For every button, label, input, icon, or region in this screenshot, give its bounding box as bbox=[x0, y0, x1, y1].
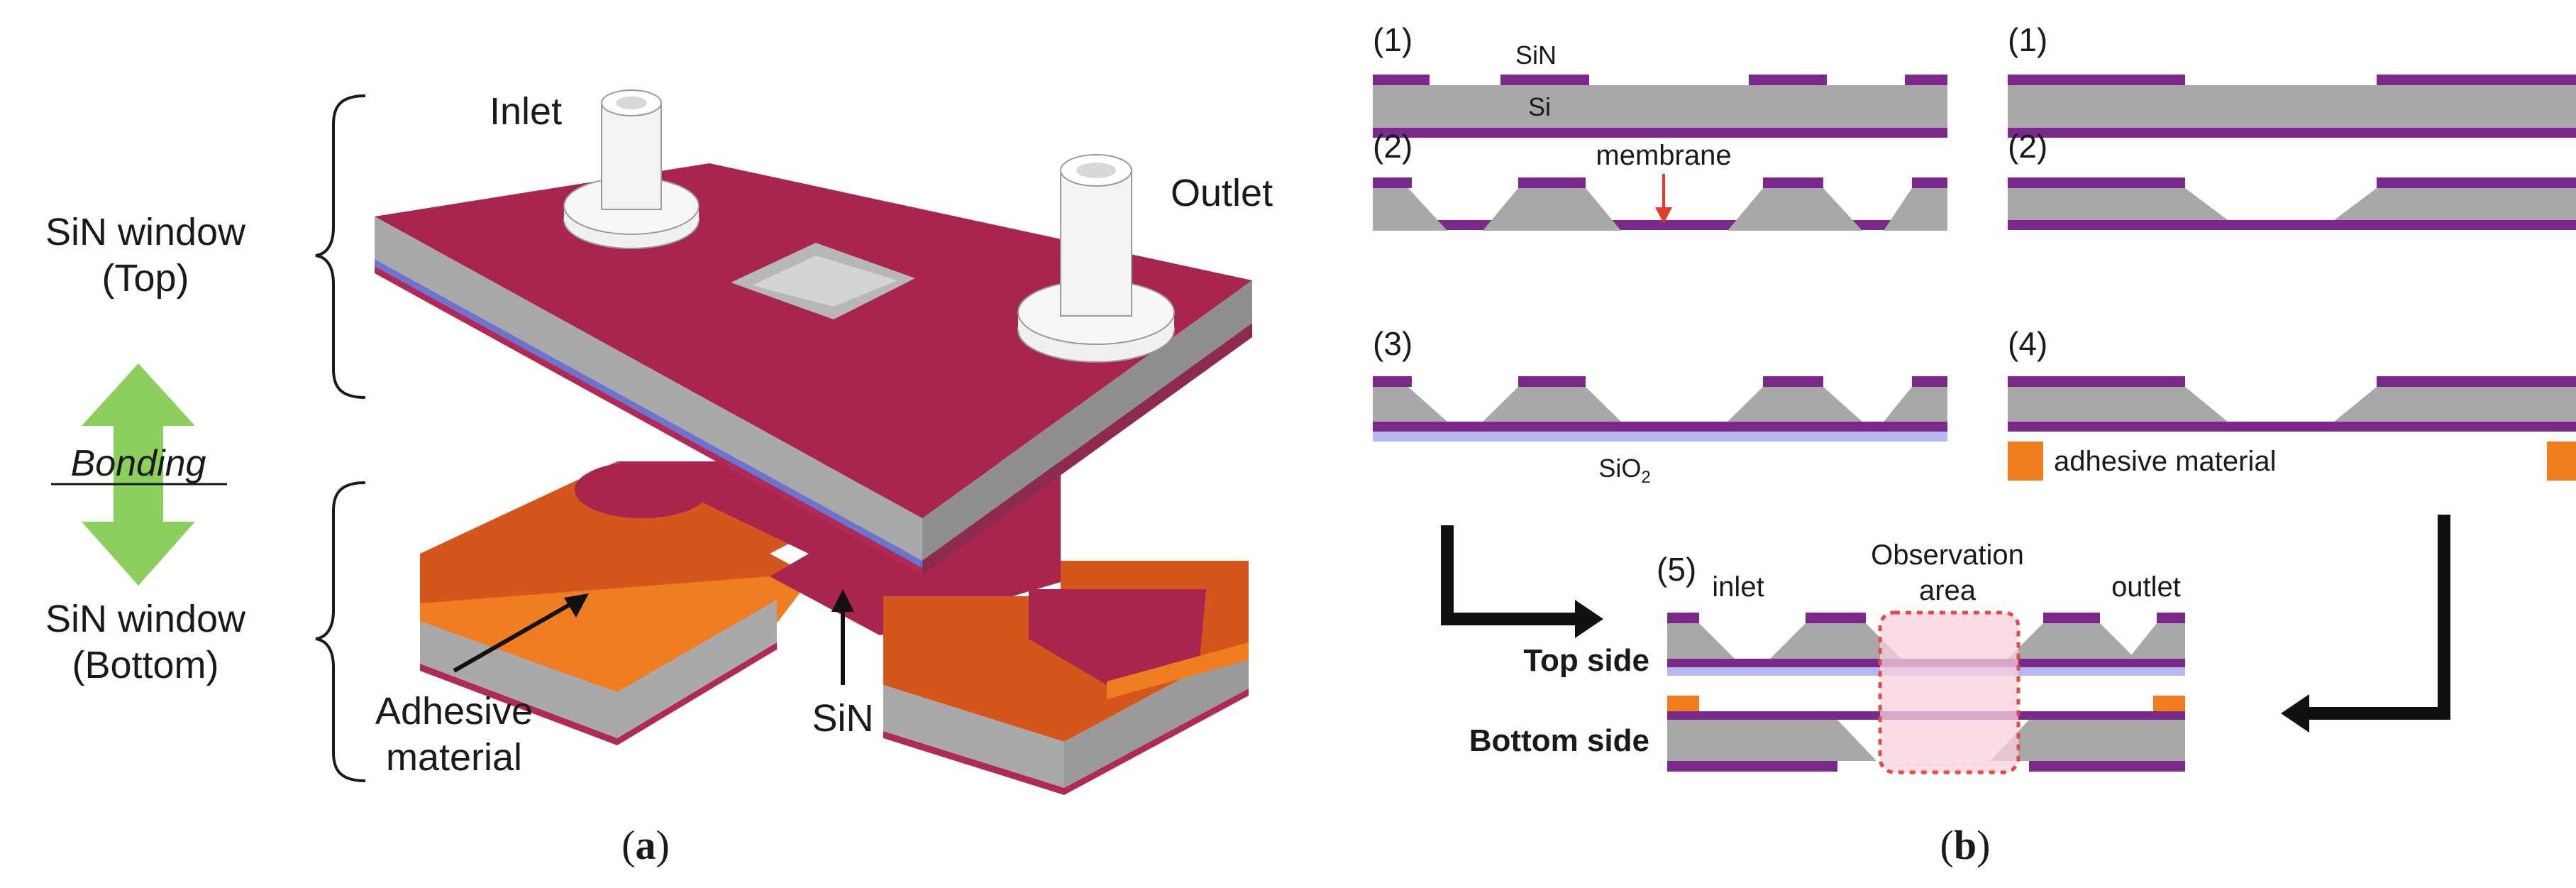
bottom-right-block-orange-edge bbox=[1107, 642, 1249, 699]
label-sin-window-bottom-2: (Bottom) bbox=[72, 644, 219, 686]
label-bottom-side: Bottom side bbox=[1469, 723, 1649, 758]
label-observation-2: area bbox=[1919, 575, 1977, 606]
step-r1-cross-section bbox=[2008, 75, 2576, 138]
membrane-arrow bbox=[1655, 174, 1672, 224]
bottom-brace bbox=[315, 481, 366, 782]
top-plate-front-sin bbox=[375, 266, 922, 575]
top-brace bbox=[315, 94, 366, 399]
label-top-side: Top side bbox=[1523, 643, 1649, 678]
step-r4-label: (4) bbox=[2008, 325, 2047, 362]
bottom-left-block-front-si bbox=[420, 600, 777, 738]
label-sio2: SiO2 bbox=[1598, 454, 1650, 487]
step-l3-cross-section bbox=[1373, 376, 1947, 442]
step-r4-cross-section bbox=[2008, 376, 2576, 481]
caption-a: (a) bbox=[621, 822, 670, 868]
step-l1-label: (1) bbox=[1373, 21, 1413, 58]
label-observation-1: Observation bbox=[1871, 539, 2024, 571]
label-inlet: Inlet bbox=[490, 90, 562, 133]
top-window-3d bbox=[375, 89, 1252, 575]
label-bonding: Bonding bbox=[71, 443, 206, 484]
label-sin: SiN bbox=[812, 697, 873, 740]
label-sin-window-top-2: (Top) bbox=[101, 257, 189, 300]
step-r1-label: (1) bbox=[2008, 21, 2047, 58]
label-sin-window-bottom-1: SiN window bbox=[45, 598, 246, 640]
step-r2-cross-section bbox=[2008, 177, 2576, 230]
label-sin-b: SiN bbox=[1515, 40, 1557, 70]
bottom-channel-left-end bbox=[575, 461, 709, 518]
label-adhesive-b: adhesive material bbox=[2054, 446, 2277, 477]
top-plate-front-sio2 bbox=[375, 259, 922, 568]
left-process-arrow bbox=[1441, 525, 1603, 638]
panel-a: Inlet Outlet SiN window (Top) Bonding Si… bbox=[45, 89, 1273, 868]
observation-area-box bbox=[1878, 610, 2021, 774]
sin-pointer-arrow bbox=[831, 589, 854, 685]
outlet-port-tube bbox=[1060, 170, 1132, 317]
label-membrane: membrane bbox=[1596, 140, 1731, 171]
inlet-port-tube bbox=[601, 102, 662, 210]
step-r2-label: (2) bbox=[2008, 128, 2047, 165]
caption-b: (b) bbox=[1940, 822, 1991, 868]
step-l1-cross-section bbox=[1373, 75, 1947, 138]
bottom-left-block-front-sin bbox=[420, 642, 777, 745]
label-outlet-b: outlet bbox=[2111, 571, 2181, 603]
step-5-label: (5) bbox=[1657, 551, 1696, 588]
adhesive-pointer-arrow bbox=[453, 593, 589, 673]
bottom-right-block-side bbox=[1064, 642, 1249, 788]
bottom-right-block-front bbox=[883, 685, 1064, 788]
bottom-right-channel bbox=[1029, 589, 1206, 685]
step-l2-cross-section bbox=[1373, 177, 1947, 231]
inlet-port-hole bbox=[616, 97, 647, 109]
panel-b: (1) (2) (3) (1) (2) (4) (5) SiN Si membr… bbox=[1373, 21, 2576, 868]
right-process-arrow bbox=[2281, 515, 2450, 733]
label-outlet: Outlet bbox=[1171, 172, 1273, 214]
step-l3-label: (3) bbox=[1373, 325, 1413, 362]
label-adhesive-2: material bbox=[386, 736, 522, 779]
label-si-b: Si bbox=[1528, 92, 1551, 121]
top-plate-front-si bbox=[375, 216, 922, 561]
step-l2-label: (2) bbox=[1373, 128, 1413, 165]
step-5-cross-section bbox=[1667, 610, 2185, 774]
top-plate-side-sin bbox=[922, 323, 1252, 575]
label-adhesive-1: Adhesive bbox=[375, 690, 533, 733]
bonding-arrow bbox=[82, 363, 195, 586]
label-inlet-b: inlet bbox=[1712, 571, 1764, 603]
label-sin-window-top-1: SiN window bbox=[45, 211, 246, 253]
top-plate-side-si bbox=[922, 280, 1252, 561]
top-plate-surface bbox=[375, 163, 1252, 518]
top-observation-window-inner bbox=[752, 256, 897, 307]
outlet-port-hole bbox=[1076, 163, 1116, 178]
